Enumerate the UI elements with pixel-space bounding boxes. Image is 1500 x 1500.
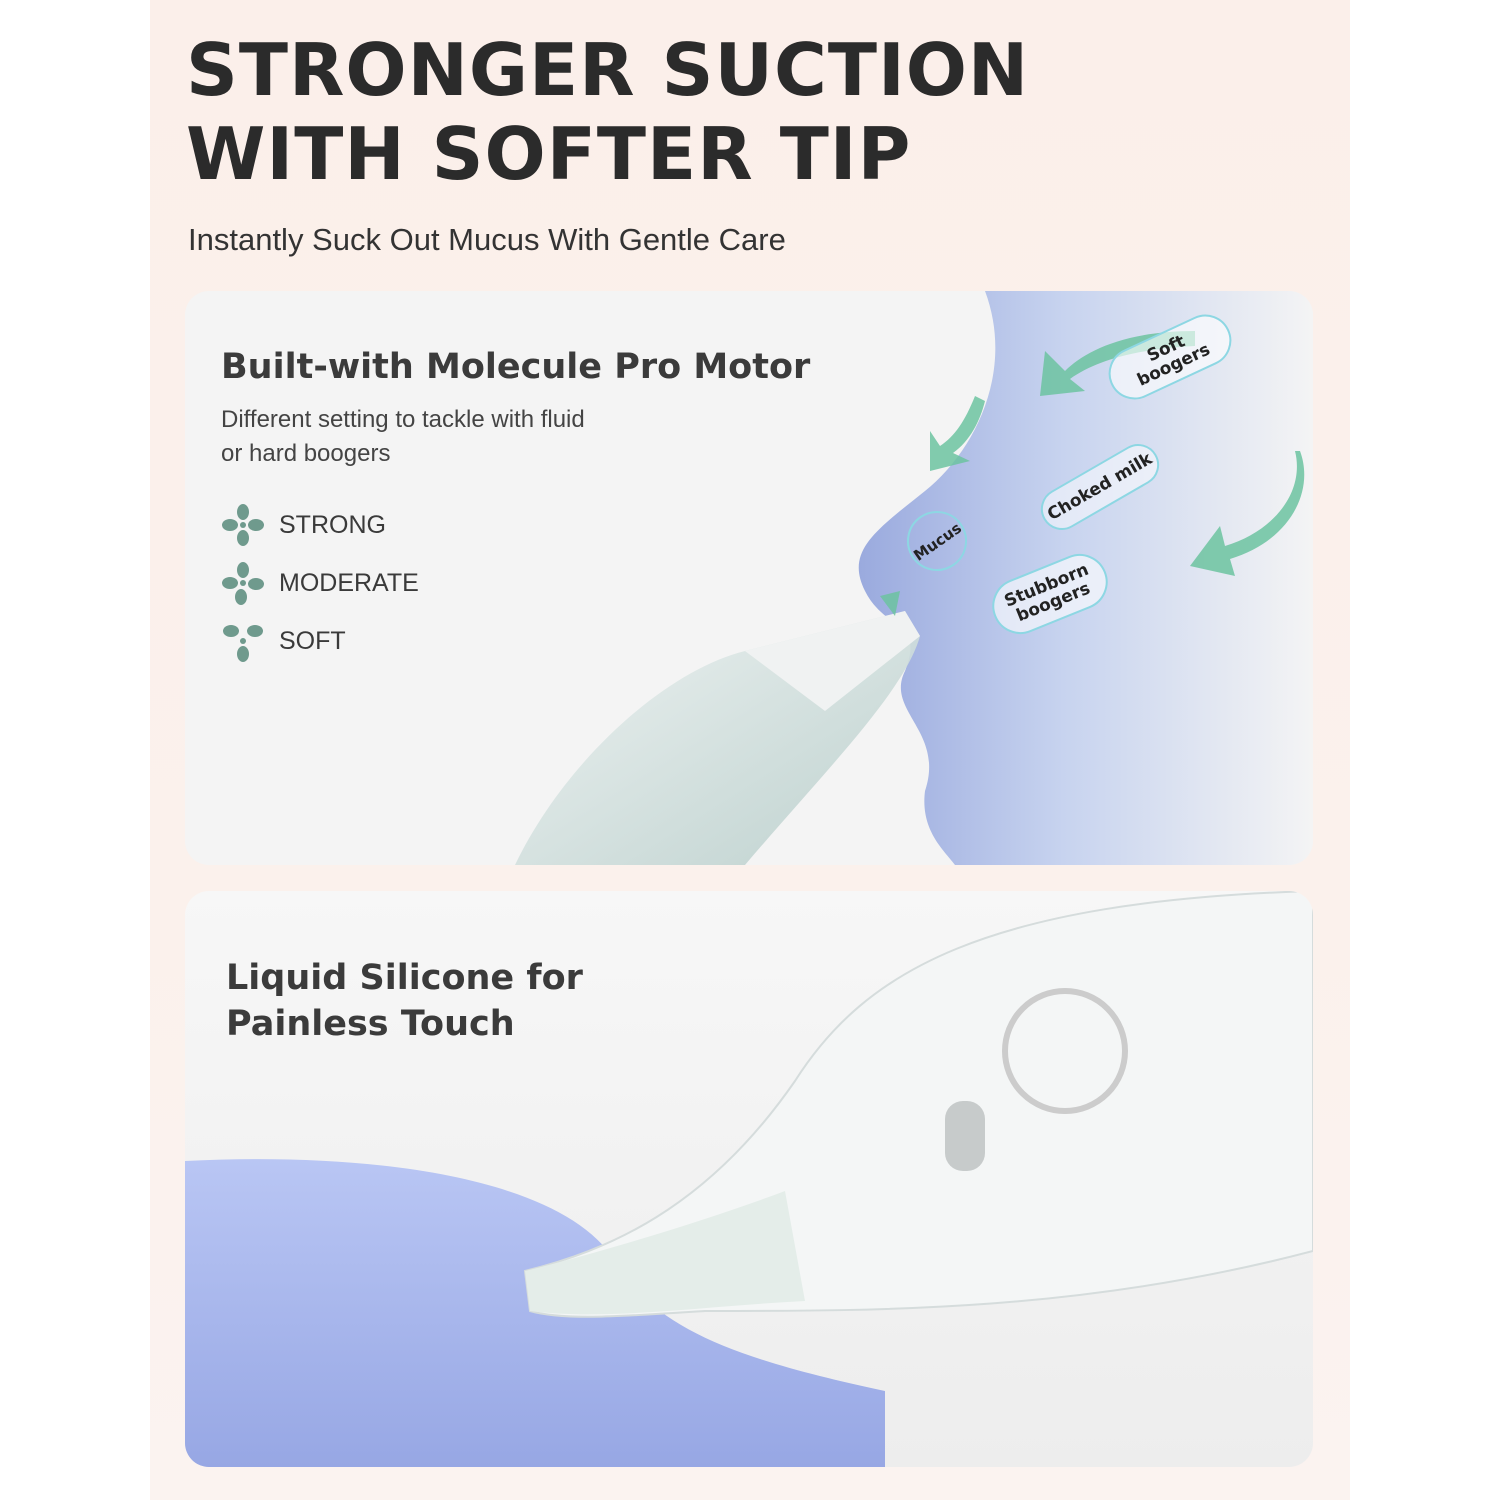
fan-icon — [222, 562, 264, 605]
silicone-tip — [525, 1191, 805, 1315]
motor-title: Built-with Molecule Pro Motor — [221, 347, 811, 387]
mode-soft: SOFT — [221, 619, 346, 663]
mode-strong: STRONG — [221, 503, 386, 547]
mode-label: STRONG — [279, 510, 386, 539]
fan-icon — [222, 504, 264, 546]
motor-card: Built-with Molecule Pro Motor Different … — [185, 291, 1313, 865]
mode-moderate: MODERATE — [221, 561, 419, 605]
page-subtitle: Instantly Suck Out Mucus With Gentle Car… — [188, 222, 786, 257]
mode-label: MODERATE — [279, 568, 419, 597]
fan-icon — [223, 625, 263, 662]
silicone-tip-illustration — [185, 891, 1313, 1467]
aspirator-body — [523, 891, 1313, 1318]
mode-label: SOFT — [279, 626, 346, 655]
